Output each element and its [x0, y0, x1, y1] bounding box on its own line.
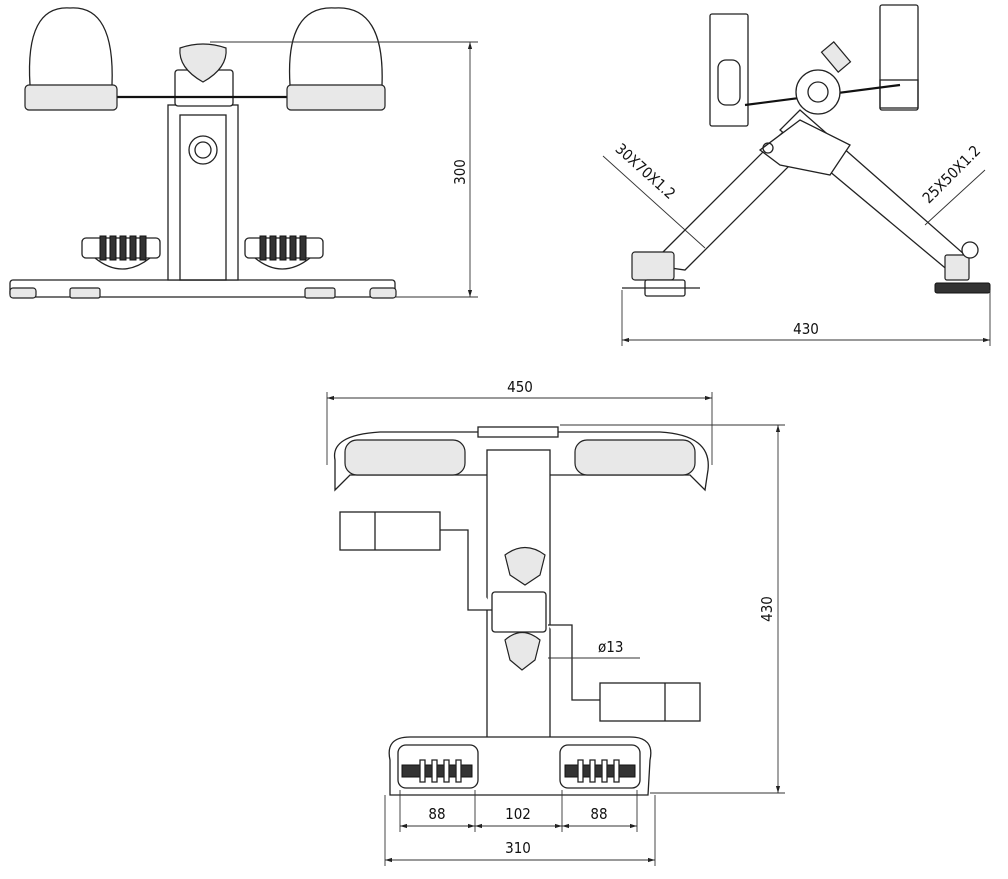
base [388, 736, 652, 796]
base-left-dimension: 88 [428, 805, 445, 823]
front-tube-dimension: 30X70X1.2 [612, 140, 679, 203]
crank-wheel [795, 69, 841, 115]
right-pedal [879, 4, 919, 111]
crank-knob [504, 631, 541, 671]
seat-knob [179, 43, 227, 83]
left-pedal [24, 84, 118, 111]
left-pedal-strap [28, 7, 113, 86]
height-dimension: 300 [451, 159, 469, 185]
side-length-dimension: 430 [793, 320, 819, 338]
base-bar [9, 279, 396, 298]
left-pedal [339, 511, 441, 551]
base-width-dimension: 310 [505, 839, 531, 857]
side-view: 30X70X1.2 25X50X1.2 430 [602, 4, 991, 346]
crank-hub [188, 135, 218, 165]
right-massage-roller [564, 759, 636, 783]
seat-knob [504, 546, 546, 586]
left-pedal [709, 13, 749, 127]
base-center-dimension: 102 [505, 805, 531, 823]
tension-knob [820, 41, 852, 73]
crank-diameter-dimension: ø13 [598, 638, 623, 656]
right-pedal-strap [288, 7, 383, 86]
width-dimension: 450 [507, 378, 533, 396]
left-massage-roller [401, 759, 473, 783]
right-pedal [286, 84, 386, 111]
base-right-dimension: 88 [590, 805, 607, 823]
length-dimension: 430 [758, 596, 776, 622]
front-view: 300 [9, 7, 478, 299]
right-massage-roller [244, 235, 324, 270]
top-view: 450 430 ø13 88 102 88 310 [326, 378, 785, 866]
left-massage-roller [81, 235, 161, 270]
rear-tube-dimension: 25X50X1.2 [919, 142, 984, 207]
column [167, 104, 239, 281]
right-pedal [599, 682, 701, 722]
